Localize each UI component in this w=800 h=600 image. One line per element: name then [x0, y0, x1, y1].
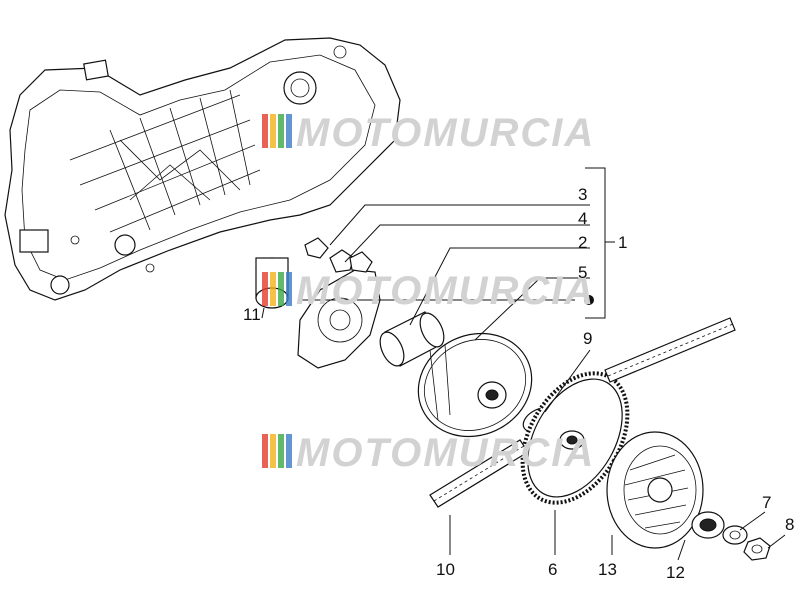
toothed-belt-lower — [429, 439, 529, 508]
leader-lines — [261, 167, 786, 561]
variator-disc — [417, 332, 533, 438]
callout-13: 13 — [598, 560, 617, 579]
fan-pulley — [606, 431, 704, 549]
hardware-stack — [691, 511, 771, 561]
toothed-belt-upper — [604, 317, 736, 383]
bushing — [379, 311, 445, 367]
crankcase — [4, 37, 401, 301]
slider-pieces — [304, 237, 373, 273]
watermark-top: MOTOMURCIA — [262, 111, 595, 155]
callout-3: 3 — [578, 185, 587, 204]
callout-6: 6 — [548, 560, 557, 579]
callout-9: 9 — [583, 329, 592, 348]
callout-labels: 3 4 2 1 5 11 9 7 8 10 6 13 12 — [243, 185, 794, 582]
crankcase-ribs — [69, 89, 261, 233]
svg-text:MOTOMURCIA: MOTOMURCIA — [296, 431, 595, 475]
svg-text:MOTOMURCIA: MOTOMURCIA — [296, 111, 595, 155]
callout-4: 4 — [578, 209, 587, 228]
callout-1: 1 — [618, 233, 627, 252]
callout-11: 11 — [243, 305, 261, 324]
callout-5: 5 — [578, 263, 587, 282]
callout-2: 2 — [578, 233, 587, 252]
filled-dot-icon — [584, 295, 594, 305]
callout-8: 8 — [785, 515, 794, 534]
watermark-bottom: MOTOMURCIA — [262, 431, 595, 475]
watermark-middle: MOTOMURCIA — [262, 269, 595, 313]
callout-12: 12 — [666, 563, 685, 582]
svg-text:MOTOMURCIA: MOTOMURCIA — [296, 269, 595, 313]
callout-7: 7 — [762, 493, 771, 512]
callout-10: 10 — [436, 560, 455, 579]
